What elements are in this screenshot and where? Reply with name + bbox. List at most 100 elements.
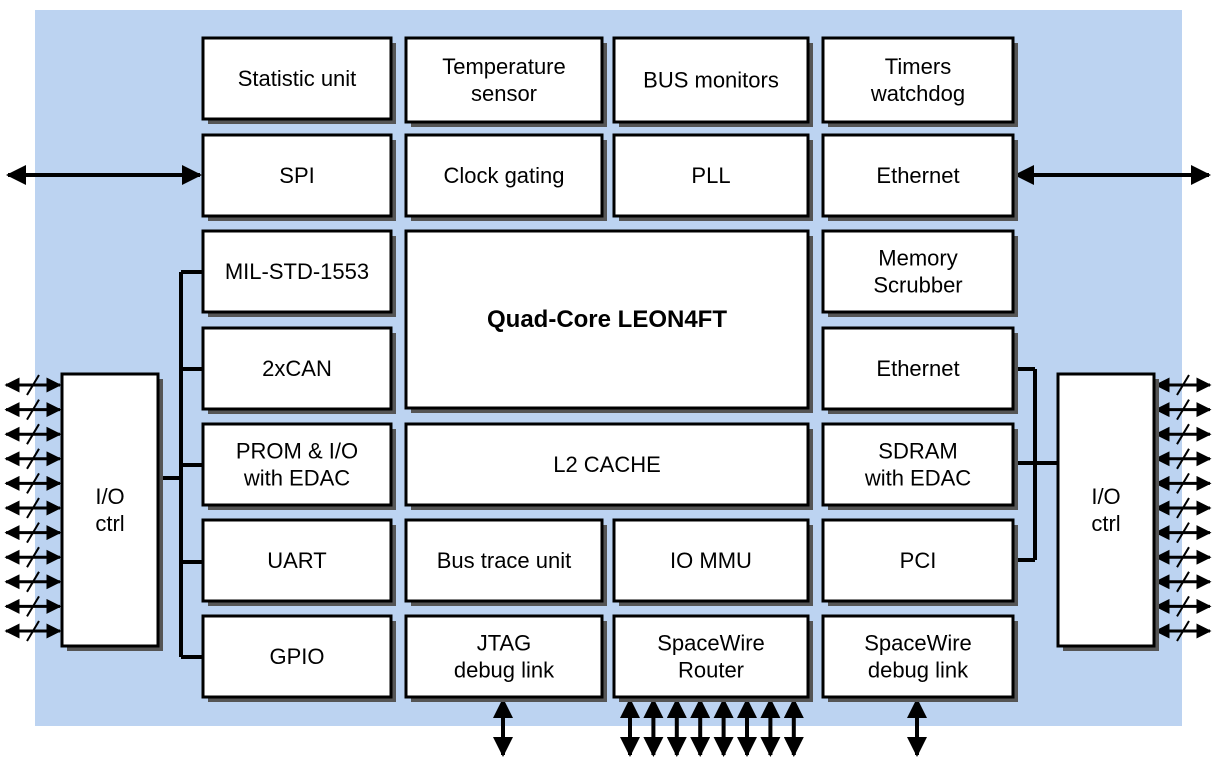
io-pin-slash xyxy=(1176,374,1190,396)
io-pin-slash xyxy=(26,546,40,568)
block-label: L2 CACHE xyxy=(553,452,661,477)
block-box xyxy=(1056,372,1156,648)
block-label: Timers xyxy=(885,54,951,79)
io-pin-slash xyxy=(26,472,40,494)
block-label: 2xCAN xyxy=(262,356,332,381)
io-pin-slash xyxy=(26,571,40,593)
block-box xyxy=(821,326,1015,411)
block-label: PLL xyxy=(691,163,730,188)
block-uart: UART xyxy=(201,518,396,606)
block-label: SPI xyxy=(279,163,314,188)
block-label: Quad-Core LEON4FT xyxy=(487,306,727,333)
io-pin-slash xyxy=(1176,571,1190,593)
io-pin-slash xyxy=(1176,497,1190,519)
block-clock-gating: Clock gating xyxy=(404,133,607,221)
block-label: with EDAC xyxy=(864,466,971,491)
block-box xyxy=(612,36,810,124)
block-box xyxy=(201,133,393,218)
left-io-pins xyxy=(4,374,62,642)
block-io-mmu: IO MMU xyxy=(612,518,813,606)
io-pin-slash xyxy=(26,522,40,544)
block-label: BUS monitors xyxy=(643,68,779,93)
block-ethernet-mid: Ethernet xyxy=(821,326,1018,414)
block-label: SpaceWire xyxy=(864,631,972,656)
block-label: Bus trace unit xyxy=(437,548,572,573)
block-label: MIL-STD-1553 xyxy=(225,259,369,284)
block-label: watchdog xyxy=(870,81,965,106)
block-pci: PCI xyxy=(821,518,1018,606)
block-box xyxy=(201,36,393,121)
io-pin-slash xyxy=(1176,472,1190,494)
block-label: IO MMU xyxy=(670,548,752,573)
block-box xyxy=(201,422,393,507)
block-label: Ethernet xyxy=(876,356,959,381)
io-pin-slash xyxy=(1176,448,1190,470)
block-gpio: GPIO xyxy=(201,614,396,702)
block-box xyxy=(612,614,810,699)
io-pin-slash xyxy=(26,620,40,642)
block-label: PCI xyxy=(900,548,937,573)
block-box xyxy=(821,133,1015,218)
block-label: UART xyxy=(267,548,327,573)
block-box xyxy=(404,36,604,124)
spacewire-router-ports xyxy=(620,698,804,757)
block-box xyxy=(404,422,810,507)
io-pin-slash xyxy=(26,595,40,617)
block-box xyxy=(60,372,160,648)
block-label: Temperature xyxy=(442,54,566,79)
block-box xyxy=(821,36,1015,124)
block-ethernet-top: Ethernet xyxy=(821,133,1018,221)
block-label: Statistic unit xyxy=(238,66,357,91)
io-pin-slash xyxy=(26,423,40,445)
block-label: ctrl xyxy=(95,511,124,536)
block-box xyxy=(612,518,810,603)
block-label: I/O xyxy=(95,484,124,509)
block-box xyxy=(201,518,393,603)
block-mil-std-1553: MIL-STD-1553 xyxy=(201,229,396,317)
block-label: I/O xyxy=(1091,484,1120,509)
right-io-pins xyxy=(1154,374,1212,642)
block-bus-trace: Bus trace unit xyxy=(404,518,607,606)
block-label: Ethernet xyxy=(876,163,959,188)
block-box xyxy=(612,133,810,218)
block-box xyxy=(201,326,393,411)
block-label: ctrl xyxy=(1091,511,1120,536)
io-pin-slash xyxy=(1176,546,1190,568)
block-statistic-unit: Statistic unit xyxy=(201,36,396,124)
block-label: sensor xyxy=(471,81,537,106)
block-label: debug link xyxy=(868,658,969,683)
block-box xyxy=(404,614,604,699)
io-pin-slash xyxy=(26,448,40,470)
block-can: 2xCAN xyxy=(201,326,396,414)
block-label: Scrubber xyxy=(873,273,962,298)
block-box xyxy=(404,518,604,603)
block-label: Clock gating xyxy=(443,163,564,188)
io-pin-slash xyxy=(26,374,40,396)
block-label: GPIO xyxy=(269,644,324,669)
block-label: Router xyxy=(678,658,744,683)
block-label: SpaceWire xyxy=(657,631,765,656)
block-label: JTAG xyxy=(477,631,532,656)
block-label: PROM & I/O xyxy=(236,439,358,464)
block-spi: SPI xyxy=(201,133,396,221)
block-bus-monitors: BUS monitors xyxy=(612,36,813,127)
block-box xyxy=(821,614,1015,699)
block-box xyxy=(821,422,1015,507)
io-pin-slash xyxy=(1176,423,1190,445)
block-box xyxy=(821,229,1015,314)
block-l2-cache: L2 CACHE xyxy=(404,422,813,510)
io-pin-slash xyxy=(1176,595,1190,617)
io-pin-slash xyxy=(1176,522,1190,544)
io-pin-slash xyxy=(1176,620,1190,642)
